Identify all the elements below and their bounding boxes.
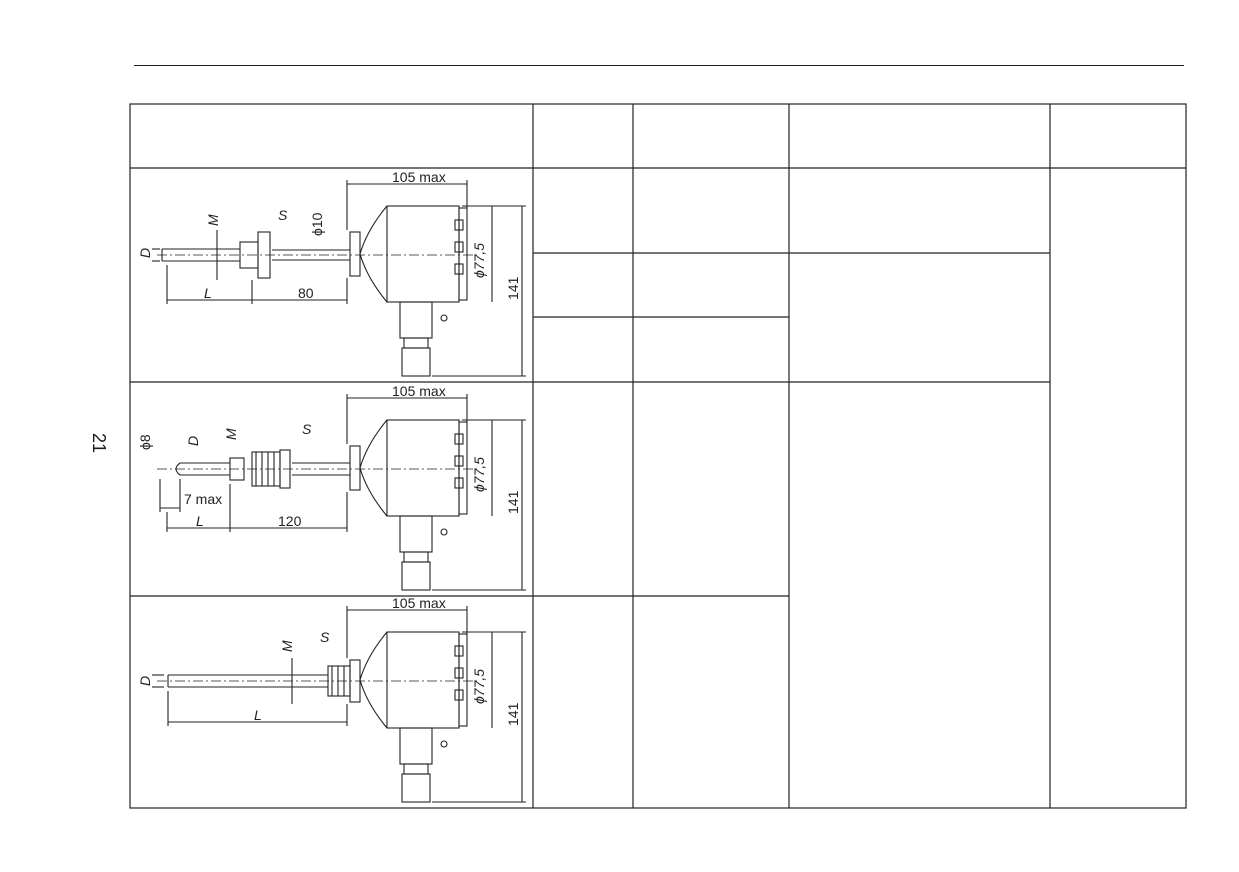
probe-drawing-3: 105 max ϕ77,5 141 D M S L xyxy=(137,598,526,803)
dim-width-2: 105 max xyxy=(392,384,446,399)
dim-height-1: 141 xyxy=(505,276,521,300)
probe-drawing-1: 105 max ϕ77,5 141 D M S ϕ10 L 80 xyxy=(137,170,526,377)
dim-L-1: L xyxy=(204,285,212,301)
dim-D-3: D xyxy=(137,676,153,686)
dim-diameter-3: ϕ77,5 xyxy=(471,669,487,704)
dim-height-3: 141 xyxy=(505,702,521,726)
dim-width-1: 105 max xyxy=(392,170,446,185)
header-rule xyxy=(134,65,1184,66)
dim-stem-length-2: 120 xyxy=(278,513,302,529)
dim-height-2: 141 xyxy=(505,490,521,514)
dim-stem-diameter-1: ϕ10 xyxy=(309,212,325,236)
dim-stem-length-1: 80 xyxy=(298,285,314,301)
dim-width-3: 105 max xyxy=(392,598,446,611)
dim-M-2: M xyxy=(223,428,239,440)
dim-S-2: S xyxy=(302,421,312,437)
dim-L-2: L xyxy=(196,513,204,529)
dim-L-3: L xyxy=(254,707,262,723)
dim-tip-diameter-2: ϕ8 xyxy=(137,434,153,450)
probe-drawing-2: 105 max ϕ77,5 141 ϕ8 D M S 7 max L 120 xyxy=(137,384,526,591)
dim-diameter-1: ϕ77,5 xyxy=(471,243,487,278)
dim-D-2: D xyxy=(185,436,201,446)
dim-D-1: D xyxy=(137,248,153,258)
dim-S-1: S xyxy=(278,207,288,223)
dim-tip-length-2: 7 max xyxy=(184,491,222,507)
dim-diameter-2: ϕ77,5 xyxy=(471,457,487,492)
dim-M-3: M xyxy=(279,640,295,652)
dim-S-3: S xyxy=(320,629,330,645)
dim-M-1: M xyxy=(205,214,221,226)
